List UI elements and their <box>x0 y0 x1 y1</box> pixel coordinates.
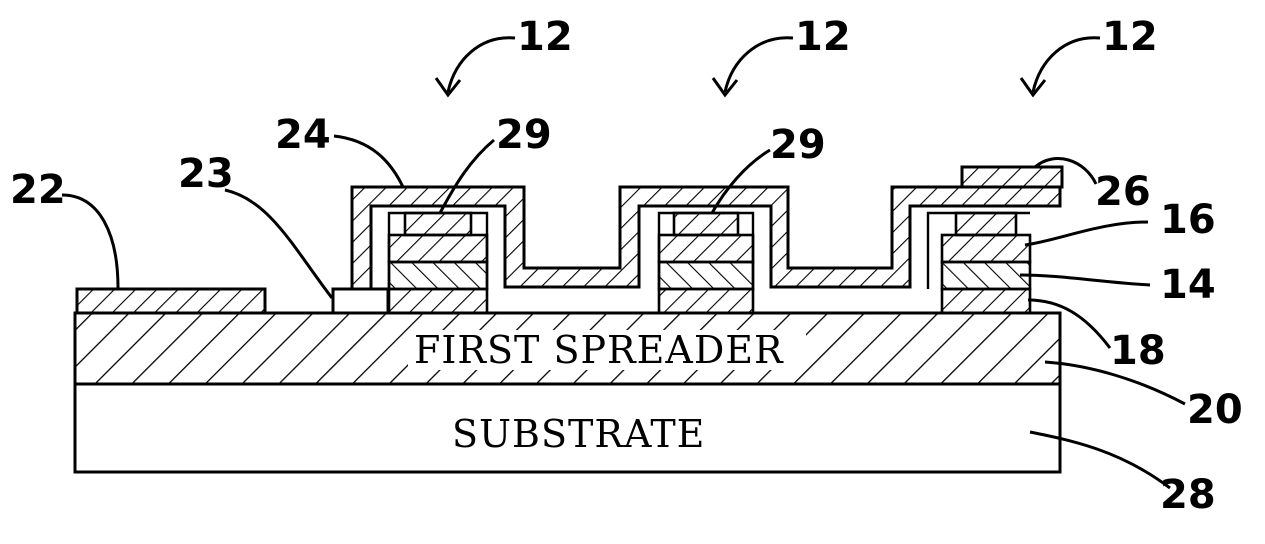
substrate-layer <box>73 382 1062 474</box>
label-29-mid: 29 <box>770 122 826 168</box>
leader-14 <box>1019 273 1151 287</box>
first-spreader-label-bg <box>408 330 806 370</box>
device-mid <box>657 211 755 315</box>
label-18: 18 <box>1110 328 1166 374</box>
label-12-left: 12 <box>517 14 573 60</box>
label-29-left: 29 <box>496 112 552 158</box>
leader-20 <box>1044 360 1186 406</box>
device-left <box>387 211 489 315</box>
leader-28 <box>1029 430 1171 490</box>
arrow-12-left <box>434 36 516 98</box>
step-23 <box>331 287 390 315</box>
cover-layer-24 <box>350 185 1062 291</box>
leader-26 <box>1034 157 1098 185</box>
label-12-mid: 12 <box>795 14 851 60</box>
label-23: 23 <box>178 151 234 197</box>
label-14: 14 <box>1160 262 1216 308</box>
label-26: 26 <box>1095 169 1151 215</box>
contact-22 <box>75 287 267 315</box>
leader-29-mid <box>710 148 771 214</box>
label-16: 16 <box>1160 197 1216 243</box>
leader-16 <box>1024 220 1149 247</box>
label-22: 22 <box>10 167 66 213</box>
leader-18 <box>1027 298 1112 349</box>
arrow-12-mid <box>711 36 794 98</box>
arrow-12-right <box>1019 36 1101 98</box>
first-spreader-label: FIRST SPREADER <box>414 328 784 372</box>
leader-22 <box>61 193 120 289</box>
label-24: 24 <box>275 112 331 158</box>
label-20: 20 <box>1187 387 1243 433</box>
leader-29-left <box>438 138 495 214</box>
contact-26 <box>960 165 1064 189</box>
label-28: 28 <box>1160 472 1216 518</box>
leader-24 <box>333 134 405 188</box>
substrate-label: SUBSTRATE <box>452 412 705 456</box>
device-right <box>940 211 1032 315</box>
label-12-right: 12 <box>1102 14 1158 60</box>
leader-23 <box>224 188 334 299</box>
